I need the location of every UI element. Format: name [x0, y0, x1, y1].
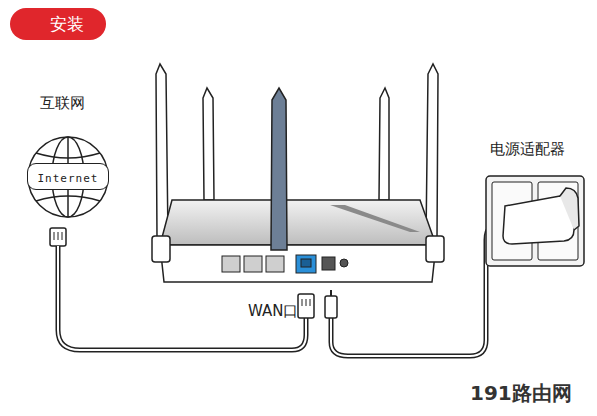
antenna: [271, 88, 287, 250]
power-adapter: [486, 176, 584, 266]
wan-port-label: WAN口: [248, 302, 299, 321]
internet-label: 互联网: [40, 94, 85, 113]
watermark: 191路由网: [470, 380, 572, 407]
title-text: 安装: [50, 14, 84, 34]
router-ports: [222, 255, 348, 273]
internet-box: Internet: [27, 163, 110, 190]
router-body: [152, 200, 444, 282]
node-text: Internet: [38, 172, 99, 185]
globe-icon: [28, 137, 108, 217]
adapter-label: 电源适配器: [490, 140, 565, 159]
section-title: 安装: [10, 8, 106, 40]
